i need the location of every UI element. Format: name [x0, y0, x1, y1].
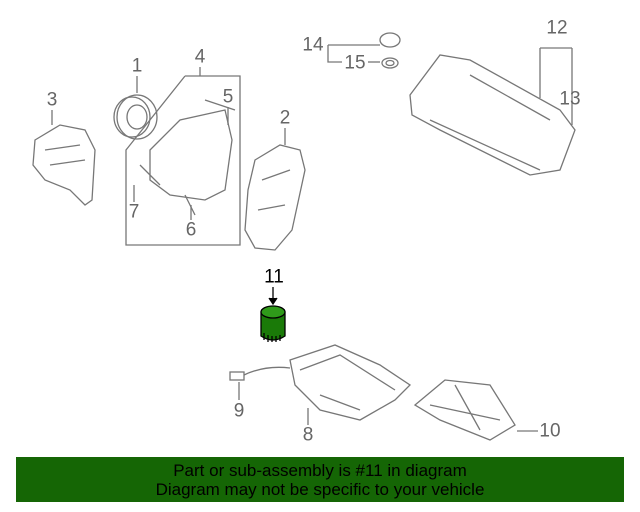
callout-6: 6	[185, 219, 197, 241]
callout-4: 4	[194, 46, 206, 68]
callout-15: 15	[344, 52, 366, 74]
callout-8: 8	[302, 424, 314, 446]
part-4-assembly[interactable]	[125, 67, 241, 246]
callout-7: 7	[128, 201, 140, 223]
banner-line-1: Part or sub-assembly is #11 in diagram	[173, 461, 467, 480]
part-12-13-valve-cover[interactable]	[409, 47, 576, 176]
callout-11: 11	[264, 266, 284, 288]
callout-5: 5	[222, 86, 234, 108]
callout-1: 1	[131, 55, 143, 77]
part-11-oil-filter[interactable]	[260, 287, 286, 342]
callout-12: 12	[546, 17, 568, 39]
info-banner: Part or sub-assembly is #11 in diagram D…	[16, 457, 624, 502]
callout-2: 2	[279, 107, 291, 129]
part-1-pulley[interactable]	[113, 76, 158, 140]
part-10-shield[interactable]	[413, 379, 538, 441]
part-14-15-cap-seal[interactable]	[327, 32, 401, 69]
part-2-cover[interactable]	[244, 128, 306, 251]
callout-13: 13	[559, 88, 581, 110]
part-3-timing-cover[interactable]	[32, 110, 96, 206]
callout-10: 10	[539, 420, 561, 442]
banner-line-2: Diagram may not be specific to your vehi…	[155, 480, 485, 499]
callout-3: 3	[46, 89, 58, 111]
callout-14: 14	[302, 34, 324, 56]
callout-9: 9	[233, 400, 245, 422]
part-8-oil-pan[interactable]	[289, 344, 412, 425]
part-9-sensor[interactable]	[229, 366, 291, 400]
